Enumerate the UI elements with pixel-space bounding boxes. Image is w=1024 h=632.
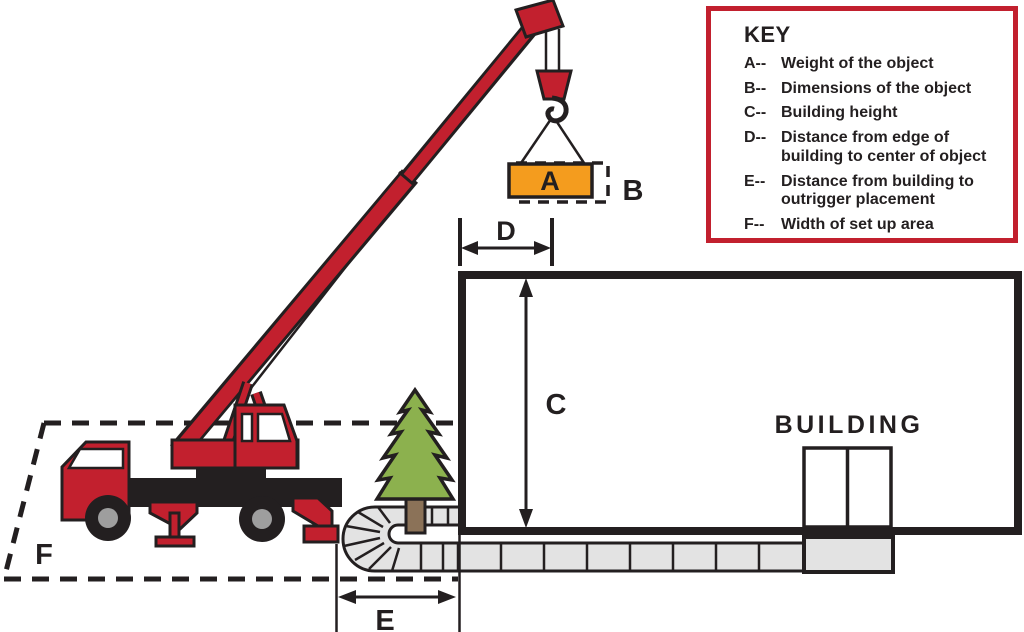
label-d: D	[496, 216, 516, 246]
rear-wheel	[239, 496, 285, 542]
cab-window	[256, 412, 292, 443]
key-entry-text: Distance from building to outrigger plac…	[781, 172, 974, 209]
key-entry-code: B--	[744, 79, 767, 97]
label-a: A	[540, 166, 560, 196]
hook-lines	[544, 29, 561, 72]
key-panel: KEY A-- Weight of the object B-- Dimensi…	[706, 6, 1018, 243]
key-entry-code: C--	[744, 104, 767, 122]
key-entry-a: A-- Weight of the object	[744, 55, 1005, 74]
windshield	[66, 447, 125, 470]
label-c: C	[546, 389, 567, 421]
hook-block	[535, 69, 573, 101]
key-entry-text: Building height	[781, 104, 898, 122]
key-entry-d: D-- Distance from edge of building to ce…	[744, 129, 1005, 166]
key-entry-text: Distance from edge of building to center…	[781, 129, 987, 165]
key-title: KEY	[744, 22, 791, 47]
mobile-crane	[60, 0, 588, 548]
key-entry-f: F-- Width of set up area	[744, 216, 1005, 235]
lifted-object: A B	[507, 161, 644, 207]
key-entry-text: Dimensions of the object	[781, 79, 972, 97]
key-entry-e: E-- Distance from building to outrigger …	[744, 173, 1005, 210]
key-entry-code: E--	[744, 172, 766, 190]
label-e: E	[375, 605, 394, 632]
outrigger-front	[291, 496, 340, 544]
key-entry-text: Width of set up area	[781, 216, 934, 234]
building-outline	[458, 271, 1022, 535]
door-landing	[802, 535, 895, 574]
object-box	[507, 162, 594, 199]
label-f: F	[35, 539, 53, 571]
label-b: B	[623, 175, 644, 207]
tree-foliage	[373, 386, 457, 501]
front-wheel	[85, 495, 131, 541]
boom-joint	[398, 170, 414, 186]
key-entry-c: C-- Building height	[744, 104, 1005, 123]
walkway-segments	[343, 506, 761, 572]
key-entry-code: F--	[744, 216, 765, 234]
cab-window-small	[240, 412, 254, 443]
key-entry-b: B-- Dimensions of the object	[744, 80, 1005, 99]
outrigger-mid	[148, 500, 199, 548]
key-entry-text: Weight of the object	[781, 55, 934, 72]
dimension-e: E	[335, 535, 461, 632]
boom-head	[514, 0, 565, 39]
key-entry-code: D--	[744, 129, 767, 147]
dimension-c: C	[519, 278, 567, 528]
load-slings	[517, 118, 588, 167]
crane-boom	[169, 17, 542, 459]
building: BUILDING	[458, 271, 1022, 535]
building-label: BUILDING	[775, 411, 924, 439]
turntable	[196, 468, 266, 478]
dimension-d: D	[458, 216, 554, 266]
key-entry-code: A--	[744, 55, 767, 72]
hook-icon	[545, 95, 569, 124]
tree	[373, 386, 457, 535]
